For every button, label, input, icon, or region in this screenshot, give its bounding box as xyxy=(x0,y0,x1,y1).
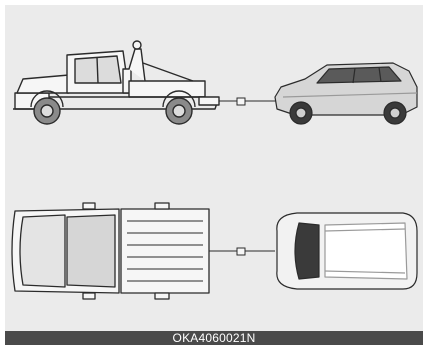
tow-truck-side-view-icon xyxy=(13,41,219,124)
top-view-scene xyxy=(5,201,423,301)
minivan-side-view-icon xyxy=(275,63,417,124)
tow-hook-icon xyxy=(209,248,275,255)
caption-bar: OKA4060021N xyxy=(5,331,423,345)
figure-code: OKA4060021N xyxy=(5,331,423,345)
side-view-scene xyxy=(5,35,423,135)
pickup-truck-top-view-icon xyxy=(12,203,209,299)
side-view-svg xyxy=(5,35,423,135)
illustration-frame: OKA4060021N xyxy=(5,5,423,345)
top-view-svg xyxy=(5,201,423,301)
minivan-top-view-icon xyxy=(277,213,417,289)
